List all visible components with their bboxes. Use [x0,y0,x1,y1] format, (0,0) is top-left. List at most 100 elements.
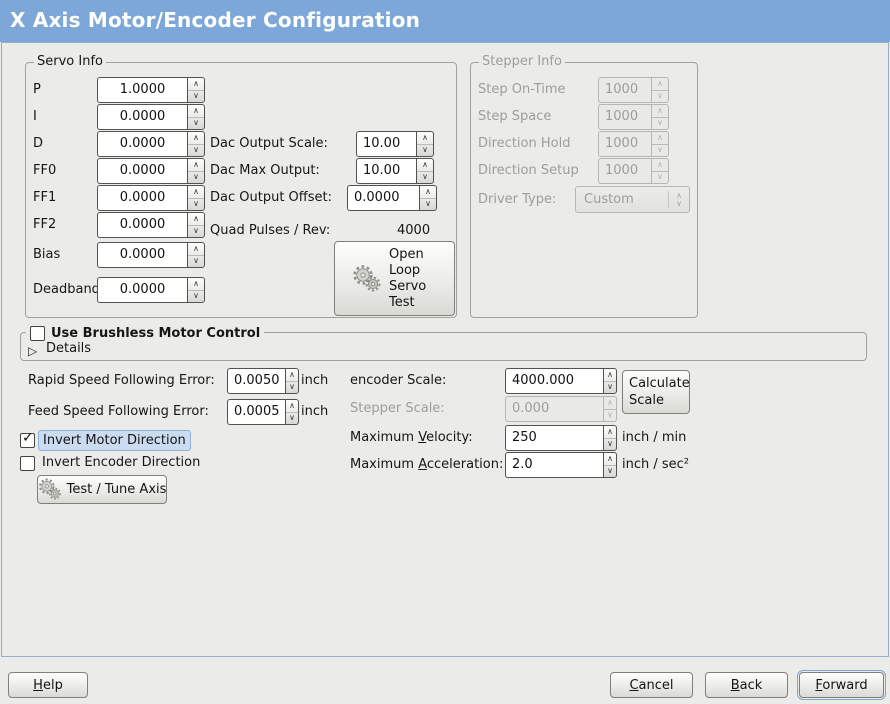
dac-output-offset-spinbox[interactable]: 0.0000 ∧∨ [347,185,437,211]
back-button-label: Back [730,677,763,693]
spin-up-button[interactable]: ∧ [188,105,204,118]
spin-up-button[interactable]: ∧ [417,132,433,145]
spin-up-button[interactable]: ∧ [188,243,204,256]
ff0-spinbox[interactable]: 0.0000 ∧∨ [97,158,205,184]
spin-down-button[interactable]: ∨ [193,256,199,266]
deadband-spinbox[interactable]: 0.0000 ∧∨ [97,277,205,303]
spin-up-button[interactable]: ∧ [188,278,204,291]
back-button[interactable]: Back [705,672,788,698]
rapid-following-error-value[interactable]: 0.0050 [227,368,285,394]
spin-up-button[interactable]: ∧ [188,186,204,199]
d-spinbox[interactable]: 0.0000 ∧∨ [97,131,205,157]
spin-buttons: ∧∨ [187,104,205,130]
step-on-time-value: 1000 [598,77,651,103]
spin-up-button[interactable]: ∧ [604,426,616,439]
spin-down-button[interactable]: ∨ [289,413,295,423]
invert-motor-label[interactable]: Invert Motor Direction [38,430,191,451]
spin-down-button[interactable]: ∨ [193,226,199,236]
spin-down-button: ∨ [657,91,663,101]
dac-output-scale-spinbox[interactable]: 10.00 ∧∨ [356,131,434,157]
spin-up-button[interactable]: ∧ [188,159,204,172]
spin-down-button[interactable]: ∨ [193,172,199,182]
rapid-following-error-spinbox[interactable]: 0.0050 ∧∨ [227,368,299,394]
encoder-scale-spinbox[interactable]: 4000.000 ∧∨ [505,368,617,394]
feed-following-error-spinbox[interactable]: 0.0005 ∧∨ [227,399,299,425]
spin-down-button[interactable]: ∨ [607,439,613,449]
encoder-scale-value[interactable]: 4000.000 [505,368,603,394]
p-value[interactable]: 1.0000 [97,77,187,103]
invert-motor-checkbox[interactable]: ✓ [20,430,35,448]
spin-up-button[interactable]: ∧ [604,453,616,466]
spin-up-button[interactable]: ∧ [286,400,298,413]
dac-output-scale-label: Dac Output Scale: [210,136,328,151]
spin-up-button[interactable]: ∧ [420,186,436,199]
max-velocity-spinbox[interactable]: 250 ∧∨ [505,425,617,451]
open-loop-servo-test-button[interactable]: Open Loop Servo Test [334,241,455,316]
stepper-scale-spinbox: 0.000 ∧∨ [505,396,617,422]
step-space-value: 1000 [598,104,651,130]
spin-up-button[interactable]: ∧ [417,159,433,172]
spin-down-button[interactable]: ∨ [193,118,199,128]
ff1-spinbox[interactable]: 0.0000 ∧∨ [97,185,205,211]
forward-button[interactable]: Forward [797,670,886,700]
spin-down-button[interactable]: ∨ [425,199,431,209]
cancel-button[interactable]: Cancel [610,672,693,698]
d-value[interactable]: 0.0000 [97,131,187,157]
spin-buttons: ∧∨ [603,425,617,451]
bias-spinbox[interactable]: 0.0000 ∧∨ [97,242,205,268]
dac-output-scale-value[interactable]: 10.00 [356,131,416,157]
ff1-value[interactable]: 0.0000 [97,185,187,211]
dac-max-output-spinbox[interactable]: 10.00 ∧∨ [356,158,434,184]
spin-down-button[interactable]: ∨ [607,382,613,392]
spin-up-button[interactable]: ∧ [188,213,204,226]
step-space-spinbox: 1000 ∧∨ [598,104,669,130]
spin-up-button[interactable]: ∧ [286,369,298,382]
i-value[interactable]: 0.0000 [97,104,187,130]
max-velocity-label: Maximum Velocity: [350,430,473,445]
details-expander-label[interactable]: Details [46,341,92,356]
test-tune-axis-button[interactable]: Test / Tune Axis [37,475,167,504]
spin-buttons: ∧∨ [419,185,437,211]
spin-down-button[interactable]: ∨ [422,172,428,182]
spin-down-button[interactable]: ∨ [193,145,199,155]
dac-output-offset-value[interactable]: 0.0000 [347,185,419,211]
spin-down-button[interactable]: ∨ [193,291,199,301]
calculate-scale-button[interactable]: Calculate Scale [622,370,690,414]
dac-max-output-value[interactable]: 10.00 [356,158,416,184]
max-acceleration-value[interactable]: 2.0 [505,452,603,478]
bias-value[interactable]: 0.0000 [97,242,187,268]
details-expander-icon[interactable]: ▷ [28,344,38,358]
spin-down-button[interactable]: ∨ [422,145,428,155]
dac-max-output-label: Dac Max Output: [210,163,320,178]
ff0-label: FF0 [33,163,57,178]
spin-up-button[interactable]: ∧ [188,132,204,145]
spin-buttons: ∧∨ [603,368,617,394]
spin-up-button: ∧ [604,397,616,410]
spin-up-button[interactable]: ∧ [188,78,204,91]
spin-down-button: ∨ [607,410,613,420]
i-spinbox[interactable]: 0.0000 ∧∨ [97,104,205,130]
spin-up-button[interactable]: ∧ [604,369,616,382]
driver-type-label: Driver Type: [478,192,557,207]
use-brushless-checkbox[interactable] [30,325,45,341]
spin-down-button[interactable]: ∨ [289,382,295,392]
max-acceleration-label: Maximum Acceleration: [350,457,504,472]
invert-encoder-checkbox[interactable] [20,456,35,471]
p-spinbox[interactable]: 1.0000 ∧∨ [97,77,205,103]
ff2-value[interactable]: 0.0000 [97,212,187,238]
max-velocity-value[interactable]: 250 [505,425,603,451]
ff2-spinbox[interactable]: 0.0000 ∧∨ [97,212,205,238]
help-button[interactable]: Help [8,672,88,698]
max-acceleration-spinbox[interactable]: 2.0 ∧∨ [505,452,617,478]
deadband-value[interactable]: 0.0000 [97,277,187,303]
ff0-value[interactable]: 0.0000 [97,158,187,184]
spin-down-button[interactable]: ∨ [607,466,613,476]
spin-down-button[interactable]: ∨ [193,91,199,101]
test-tune-axis-label: Test / Tune Axis [66,482,167,497]
spin-down-button[interactable]: ∨ [193,199,199,209]
help-button-label: Help [33,677,63,693]
feed-following-error-value[interactable]: 0.0005 [227,399,285,425]
invert-encoder-label[interactable]: Invert Encoder Direction [42,455,201,470]
forward-button-label: Forward [815,677,868,693]
